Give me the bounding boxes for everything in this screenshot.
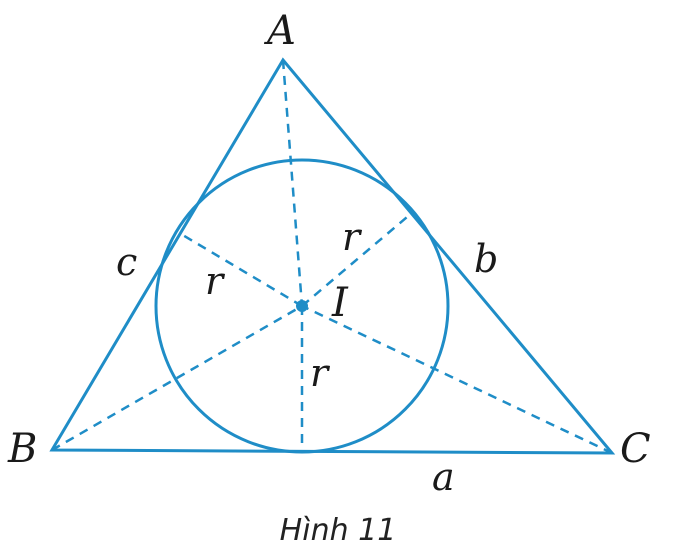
side-label-c: c <box>116 240 137 284</box>
incircle <box>154 158 450 454</box>
radius-to-ac <box>301 211 414 307</box>
triangle-abc <box>49 57 616 455</box>
radius-label-left: r <box>205 259 226 303</box>
bisector-a <box>281 59 304 307</box>
figure-caption: Hình 11 <box>280 513 397 548</box>
bisector-b <box>51 304 303 452</box>
radius-to-ab <box>180 232 303 308</box>
radius-label-bottom: r <box>310 351 331 395</box>
incenter-label: I <box>331 280 349 326</box>
side-label-b: b <box>474 237 498 281</box>
radius-label-right: r <box>342 215 363 259</box>
side-label-a: a <box>432 455 455 499</box>
bisector-c <box>301 304 613 455</box>
vertex-label-b: B <box>7 426 37 472</box>
vertex-label-c: C <box>620 426 651 472</box>
incenter-point <box>296 300 308 312</box>
vertex-label-a: A <box>263 8 296 54</box>
